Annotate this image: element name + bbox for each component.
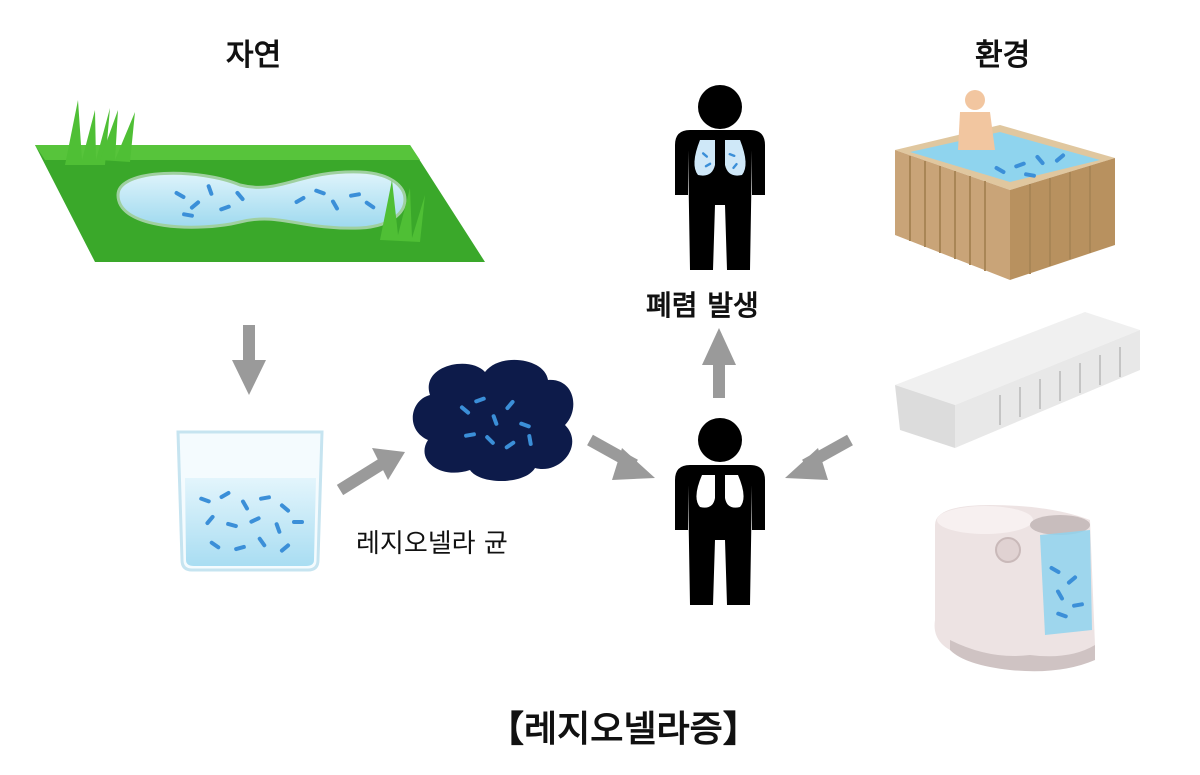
arrow-diagonal-up (336, 448, 405, 496)
hot-tub-illustration (895, 90, 1115, 280)
humidifier-illustration (934, 505, 1095, 672)
grass-tuft (65, 100, 425, 242)
person-icon (675, 418, 765, 605)
diagram-title: 【레지오넬라증】 (488, 709, 759, 750)
person-pneumonia-icon (675, 85, 765, 270)
arrow-diagonal-left (785, 434, 853, 480)
arrow-down (232, 325, 266, 395)
arrow-up (702, 328, 736, 398)
environment-label: 환경 (975, 38, 1031, 73)
beaker-illustration (176, 430, 324, 572)
pond-illustration (35, 100, 485, 262)
pneumonia-label: 폐렴 발생 (646, 289, 759, 322)
bacteria-label: 레지오넬라 균 (356, 529, 508, 559)
arrow-diagonal-down (587, 434, 655, 480)
nature-label: 자연 (226, 38, 282, 73)
bacteria-cloud (412, 359, 574, 482)
air-conditioner-illustration (895, 312, 1140, 448)
